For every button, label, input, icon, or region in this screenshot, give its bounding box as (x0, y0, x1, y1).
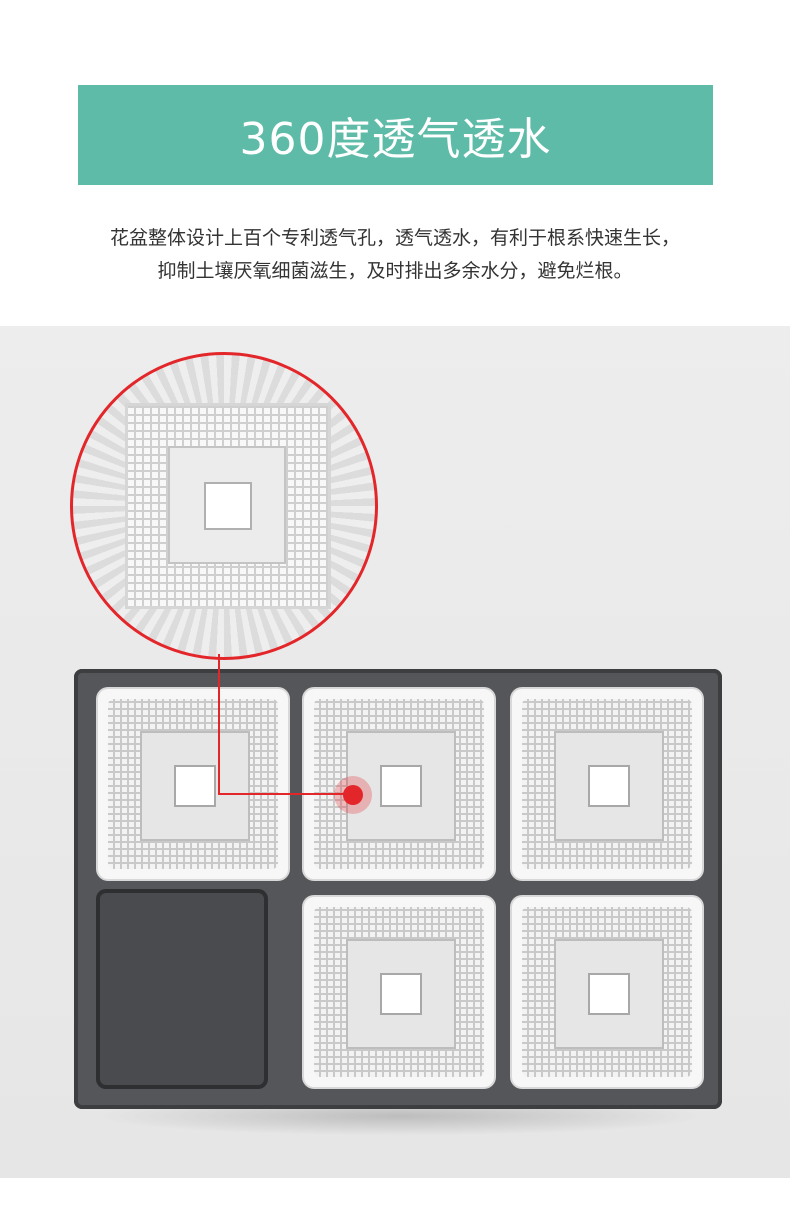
description: 花盆整体设计上百个专利透气孔，透气透水，有利于根系快速生长， 抑制土壤厌氧细菌滋… (0, 222, 790, 288)
zoom-pot-inner (168, 446, 286, 564)
zoom-detail-circle (70, 352, 378, 660)
pot-bottom (174, 765, 216, 807)
pot-inner-wall (140, 731, 250, 841)
description-line-1: 花盆整体设计上百个专利透气孔，透气透水，有利于根系快速生长， (109, 227, 680, 249)
callout-marker-dot (343, 785, 363, 805)
pot-bottom (380, 973, 422, 1015)
callout-line-vertical (218, 654, 220, 795)
title-banner: 360度透气透水 (78, 85, 713, 185)
pot-bottom (588, 973, 630, 1015)
pot-5 (512, 897, 702, 1087)
pot-1 (98, 689, 288, 879)
zoom-pot-vents (125, 403, 331, 609)
pot-4 (304, 897, 494, 1087)
pot-inner-wall (554, 731, 664, 841)
planting-tray (74, 669, 722, 1109)
description-line-2: 抑制土壤厌氧细菌滋生，及时排出多余水分，避免烂根。 (157, 260, 633, 282)
callout-line-horizontal (218, 793, 352, 795)
pot-2 (304, 689, 494, 879)
water-reservoir (96, 889, 268, 1089)
product-illustration (0, 326, 790, 1178)
pot-bottom (380, 765, 422, 807)
pot-3 (512, 689, 702, 879)
zoom-pot-bottom (204, 482, 252, 530)
page-title: 360度透气透水 (239, 114, 552, 165)
pot-bottom (588, 765, 630, 807)
